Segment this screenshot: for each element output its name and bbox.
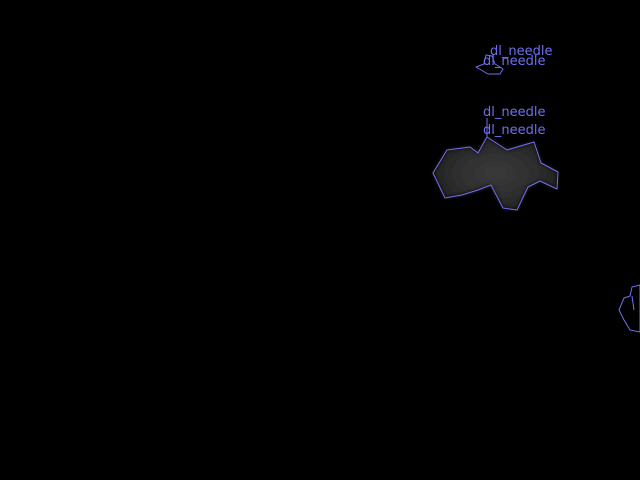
- annotation-label: dl_needle: [490, 44, 552, 59]
- needle-right-edge-inner: [631, 295, 635, 311]
- needle-right-edge-outline: [618, 284, 640, 333]
- annotation-label: dl_needle: [483, 123, 545, 138]
- annotation-label: dl_needle: [483, 105, 545, 120]
- needle-small-top: [475, 54, 504, 75]
- needle-cluster-blob: [432, 118, 559, 211]
- needle-right-edge: [618, 284, 640, 333]
- needle-small-top-outline: [475, 54, 504, 75]
- annotation-label: dl_needle: [483, 54, 545, 69]
- blob-fill: [433, 137, 558, 210]
- blob-outline: [432, 136, 559, 211]
